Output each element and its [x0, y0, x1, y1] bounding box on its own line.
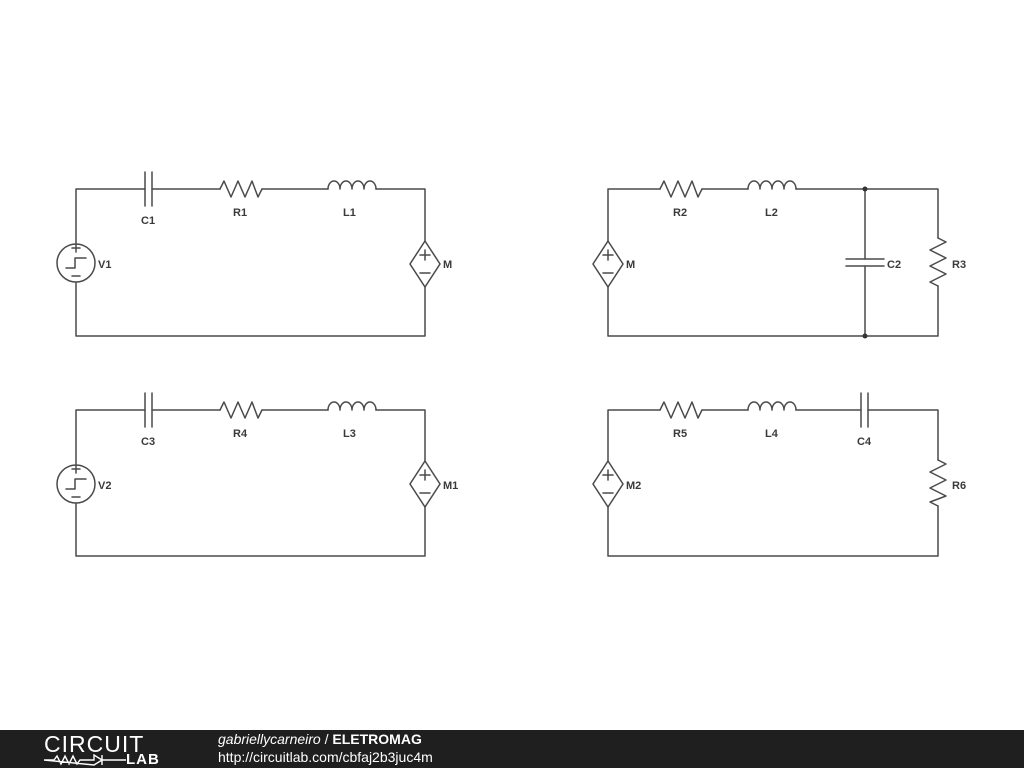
label-m1: M1: [443, 480, 458, 492]
voltage-source-v1[interactable]: [56, 243, 96, 283]
resistor-r4[interactable]: [219, 401, 263, 419]
circuit-1: C1 R1 L1 V1 M: [56, 171, 452, 337]
label-l4: L4: [765, 428, 779, 440]
label-l3: L3: [343, 428, 356, 440]
logo-text-lab: LAB: [126, 751, 160, 768]
label-r1: R1: [233, 207, 247, 219]
circuit-3: C3 R4 L3 V2 M1: [56, 392, 458, 557]
label-r4: R4: [233, 428, 248, 440]
dependent-source-m1[interactable]: [409, 459, 441, 509]
inductor-l1[interactable]: [327, 180, 377, 190]
project-name[interactable]: ELETROMAG: [332, 731, 422, 747]
resistor-r1[interactable]: [219, 180, 263, 198]
label-m: M: [443, 259, 452, 271]
label-c4: C4: [857, 436, 872, 448]
inductor-l3[interactable]: [327, 401, 377, 411]
label-r3: R3: [952, 259, 966, 271]
label-c1: C1: [141, 215, 155, 227]
circuit-schematic: C1 R1 L1 V1 M R2 L2 M C2 R3: [56, 171, 966, 557]
footer-bar: CIRCUIT LAB gabriellycarneiro / ELETROMA…: [0, 730, 1024, 768]
project-title-line: gabriellycarneiro / ELETROMAG: [218, 731, 422, 748]
circuit-4: R5 L4 C4 M2 R6: [592, 392, 966, 557]
resistor-r6[interactable]: [929, 459, 947, 507]
junction-bottom: [862, 333, 868, 339]
circuitlab-logo[interactable]: CIRCUIT LAB: [44, 731, 174, 768]
resistor-r5[interactable]: [659, 401, 703, 419]
label-v2: V2: [98, 480, 111, 492]
resistor-r3[interactable]: [929, 237, 947, 287]
inductor-l4[interactable]: [747, 401, 797, 411]
junction-top: [862, 186, 868, 192]
capacitor-c4[interactable]: [860, 392, 869, 428]
label-l1: L1: [343, 207, 356, 219]
dependent-source-m[interactable]: [409, 239, 441, 289]
dependent-source-m-2[interactable]: [592, 239, 624, 289]
dependent-source-m2[interactable]: [592, 459, 624, 509]
label-r2: R2: [673, 207, 687, 219]
label-r5: R5: [673, 428, 687, 440]
resistor-r2[interactable]: [659, 180, 703, 198]
title-separator: /: [320, 731, 333, 747]
label-c2: C2: [887, 259, 901, 271]
label-m-2: M: [626, 259, 635, 271]
voltage-source-v2[interactable]: [56, 464, 96, 504]
logo-text-circuit: CIRCUIT: [44, 731, 145, 757]
capacitor-c2[interactable]: [845, 258, 885, 267]
label-v1: V1: [98, 259, 111, 271]
project-url-link[interactable]: http://circuitlab.com/cbfaj2b3juc4m: [218, 749, 433, 765]
inductor-l2[interactable]: [747, 180, 797, 190]
label-r6: R6: [952, 480, 966, 492]
capacitor-c1[interactable]: [144, 171, 153, 207]
circuit-2: R2 L2 M C2 R3: [592, 180, 966, 339]
capacitor-c3[interactable]: [144, 392, 153, 428]
logo-waveform-icon: [44, 754, 126, 766]
label-m2: M2: [626, 480, 641, 492]
label-c3: C3: [141, 436, 155, 448]
author-link[interactable]: gabriellycarneiro: [218, 731, 321, 747]
label-l2: L2: [765, 207, 778, 219]
